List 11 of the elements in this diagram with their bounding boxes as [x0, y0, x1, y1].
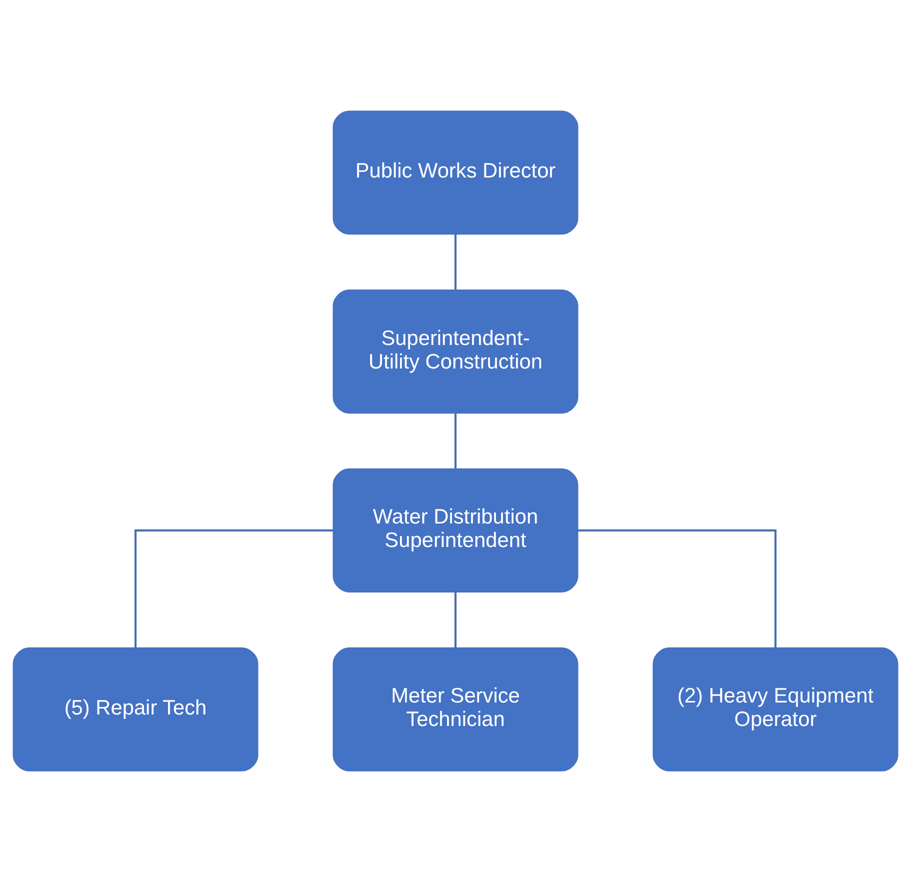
connector	[454, 234, 457, 290]
connector	[578, 529, 777, 648]
node-box: (5) Repair Tech	[12, 647, 258, 772]
connector	[454, 413, 457, 469]
node-box: (2) Heavy Equipment Operator	[652, 647, 898, 772]
connector	[134, 529, 334, 648]
node-box: Water Distribution Superintendent	[332, 468, 578, 592]
connector	[454, 592, 457, 648]
node-box: Meter Service Technician	[332, 647, 578, 772]
node-box: Superintendent- Utility Construction	[332, 290, 578, 414]
node-box: Public Works Director	[332, 110, 578, 235]
